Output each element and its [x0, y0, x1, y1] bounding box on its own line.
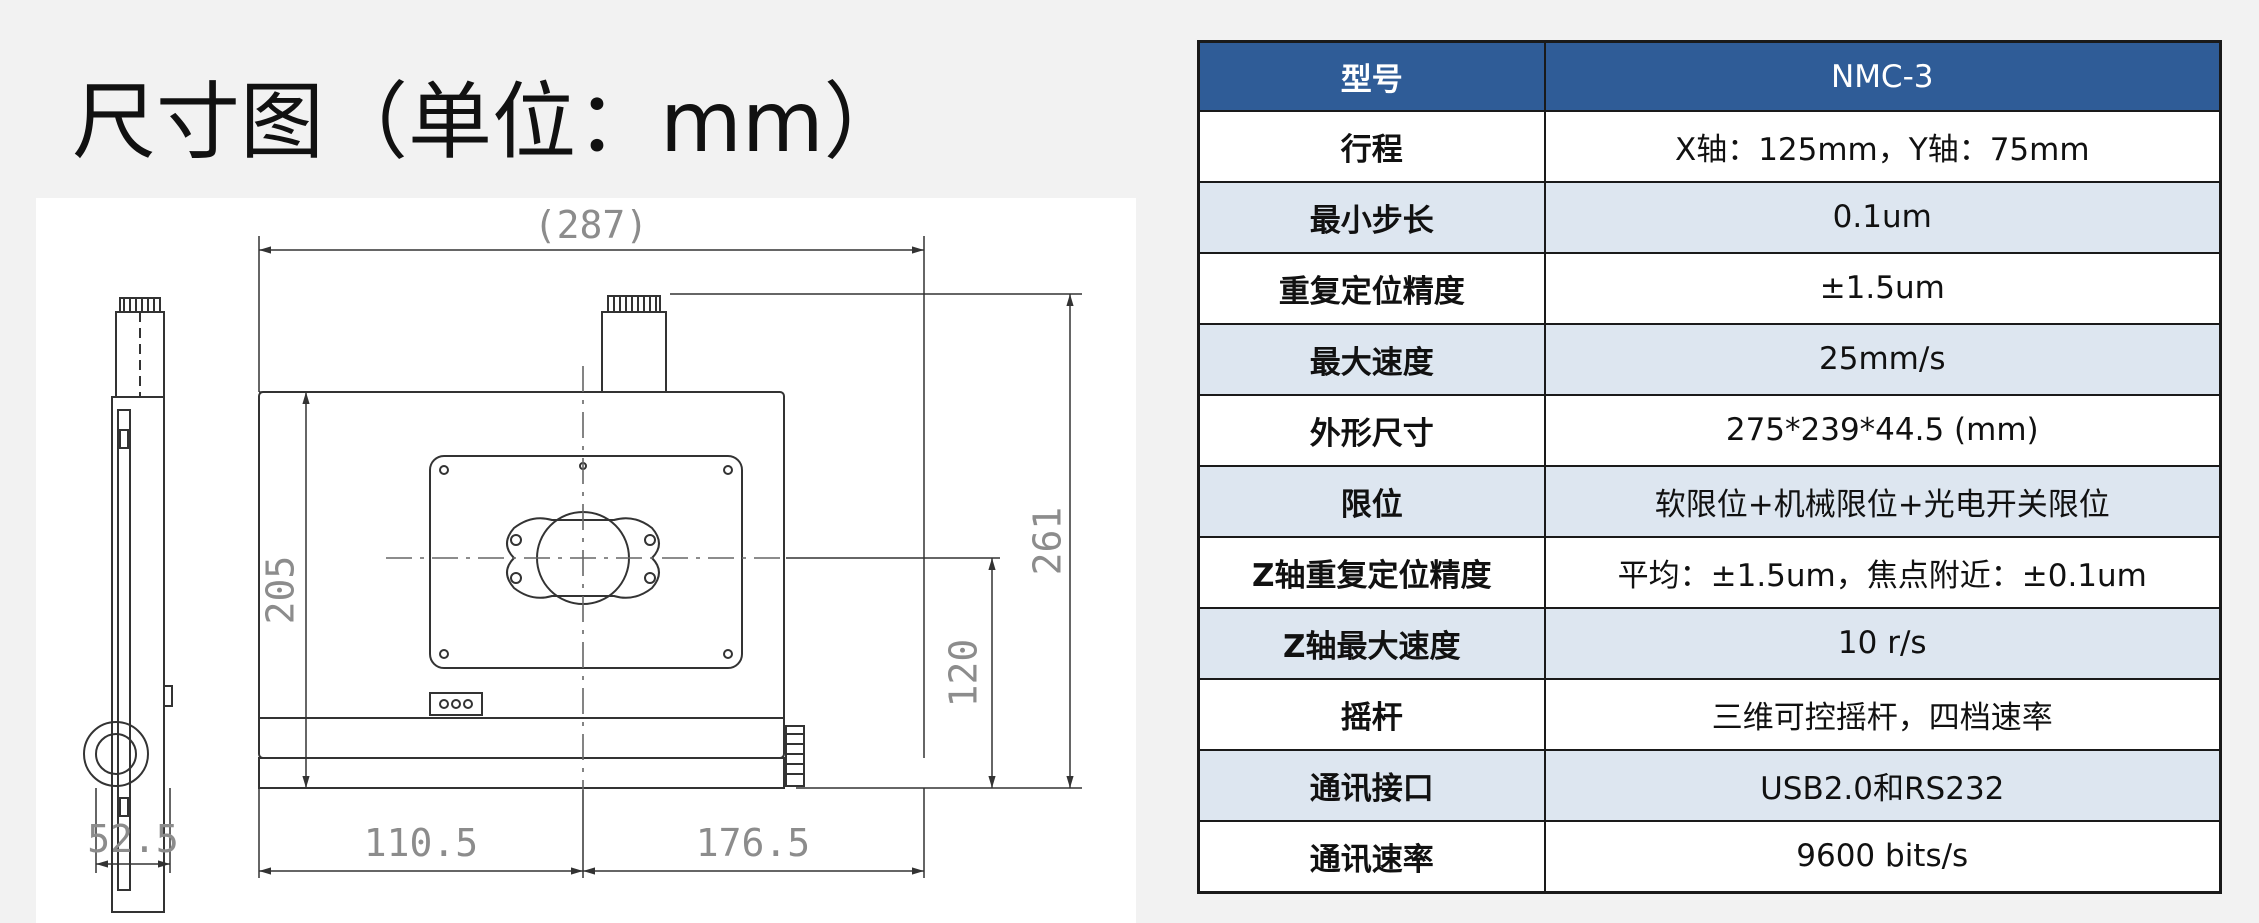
row-label: 通讯速率: [1197, 819, 1546, 894]
row-value: 软限位+机械限位+光电开关限位: [1543, 464, 2222, 538]
center-lines: [386, 366, 782, 790]
row-value: 三维可控摇杆，四档速率: [1543, 677, 2222, 751]
header-label: 型号: [1197, 40, 1546, 112]
row-label: Z轴最大速度: [1197, 606, 1546, 680]
side-view: [83, 297, 173, 913]
row-value: 10 r/s: [1543, 606, 2222, 680]
row-value: 0.1um: [1543, 180, 2222, 254]
top-view: [258, 295, 805, 789]
row-value: 9600 bits/s: [1543, 819, 2222, 894]
dimension-drawing-svg: (287) 205 261 120 52.5 110.5 176.5: [83, 203, 1082, 913]
stage-base: [258, 757, 785, 789]
table-row: 摇杆三维可控摇杆，四档速率: [1197, 677, 2222, 751]
table-row: 重复定位精度±1.5um: [1197, 251, 2222, 325]
row-value: USB2.0和RS232: [1543, 748, 2222, 822]
stage-body: [258, 391, 785, 759]
side-body: [111, 396, 165, 913]
table-row: 限位软限位+机械限位+光电开关限位: [1197, 464, 2222, 538]
row-value: X轴：125mm，Y轴：75mm: [1543, 110, 2222, 183]
dim-right-total-height: 261: [1026, 507, 1070, 576]
dim-right-partial-height: 120: [942, 639, 986, 708]
row-label: 行程: [1197, 110, 1546, 183]
table-row: Z轴重复定位精度平均：±1.5um，焦点附近：±0.1um: [1197, 535, 2222, 609]
connector: [429, 692, 483, 716]
row-label: 通讯接口: [1197, 748, 1546, 822]
row-label: 外形尺寸: [1197, 393, 1546, 467]
row-label: Z轴重复定位精度: [1197, 535, 1546, 609]
page-title: 尺寸图（单位：mm）: [72, 73, 908, 171]
dim-side-width: 52.5: [87, 817, 179, 861]
top-knob-housing: [601, 311, 667, 393]
dimension-lines: [96, 246, 1074, 875]
dim-bottom-left: 110.5: [364, 821, 478, 865]
row-label: 最大速度: [1197, 322, 1546, 396]
header-value: NMC-3: [1543, 40, 2222, 112]
dimension-drawing: (287) 205 261 120 52.5 110.5 176.5: [36, 198, 1136, 923]
table-header-row: 型号 NMC-3: [1197, 40, 2222, 112]
side-knob: [785, 725, 805, 787]
row-label: 重复定位精度: [1197, 251, 1546, 325]
sample-plate: [429, 455, 743, 669]
row-label: 摇杆: [1197, 677, 1546, 751]
side-wheel: [83, 721, 149, 787]
row-value: ±1.5um: [1543, 251, 2222, 325]
sample-holder: [506, 517, 660, 599]
row-label: 最小步长: [1197, 180, 1546, 254]
dim-bottom-right: 176.5: [696, 821, 810, 865]
extension-lines: [95, 236, 1082, 878]
row-value: 平均：±1.5um，焦点附近：±0.1um: [1543, 535, 2222, 609]
row-value: 275*239*44.5 (mm): [1543, 393, 2222, 467]
row-value: 25mm/s: [1543, 322, 2222, 396]
dim-top-width: (287): [534, 203, 648, 247]
top-knob-cap: [607, 295, 661, 313]
row-label: 限位: [1197, 464, 1546, 538]
dim-left-height: 205: [259, 556, 303, 625]
